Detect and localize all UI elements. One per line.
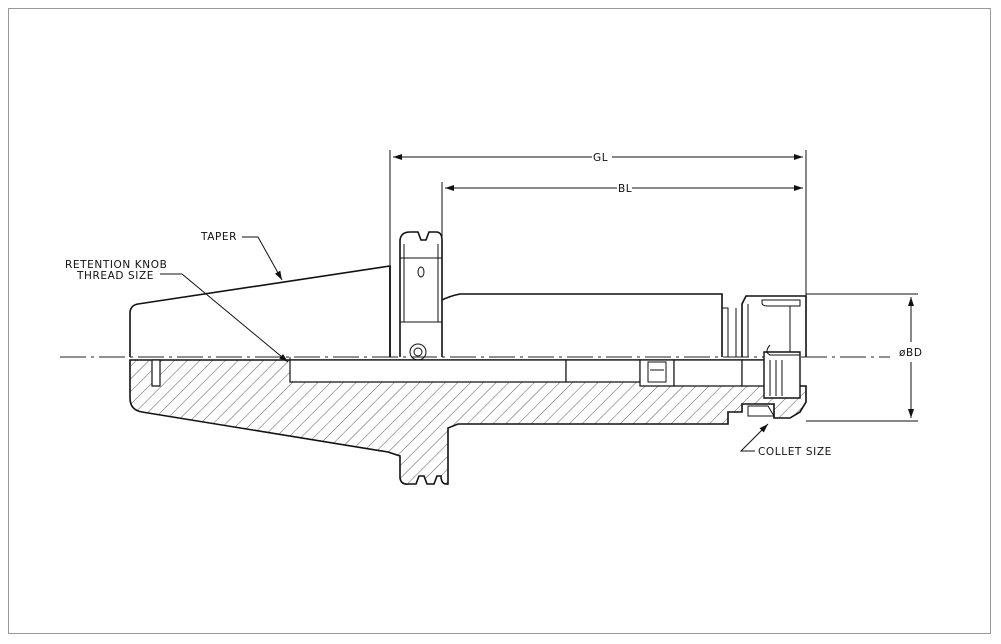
dimension-gl-label: GL [593,152,608,164]
dimension-bl-label: BL [618,183,632,195]
retention-knob-label-line1: RETENTION KNOB [65,259,167,271]
retention-knob-label-line2: THREAD SIZE [76,270,154,282]
collet-size-label: COLLET SIZE [758,446,832,458]
taper-label: TAPER [200,231,237,243]
dimension-gl [389,150,807,296]
outer-profile [129,231,807,361]
drawing-frame [8,8,991,634]
retention-knob-leader [160,273,289,363]
taper-leader [242,236,283,281]
dimension-bd [806,293,918,422]
dimension-bd-label: øBD [899,347,923,359]
dimension-bl [441,182,803,240]
collet-size-leader [739,423,769,452]
sectioned-body [129,351,807,485]
